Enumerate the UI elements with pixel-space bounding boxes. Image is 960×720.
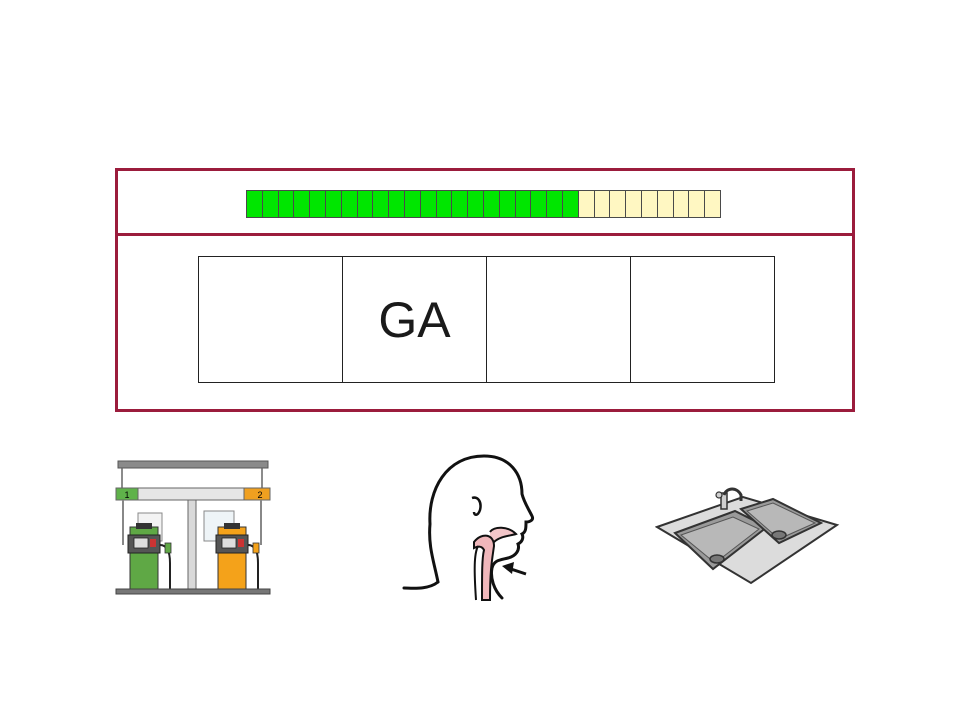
progress-segment-done [467,190,484,218]
progress-segment-pending [593,190,611,218]
progress-segment-done [246,190,263,218]
progress-segment-done [482,190,500,218]
progress-segment-done [356,190,374,218]
progress-segment-pending [672,190,690,218]
word-slots: GA [198,256,775,383]
throat-icon [402,454,534,601]
progress-segment-done [514,190,532,218]
progress-segment-pending [704,190,721,218]
choice-throat[interactable] [398,450,548,605]
word-slot-3[interactable] [486,256,631,383]
progress-segment-pending [609,190,627,218]
progress-segment-done [561,190,579,218]
progress-segment-pending [688,190,706,218]
progress-segment-done [546,190,563,218]
progress-segment-done [435,190,453,218]
progress-segment-pending [577,190,595,218]
progress-segment-done [419,190,437,218]
word-slot-2[interactable]: GA [342,256,487,383]
word-slot-1[interactable] [198,256,343,383]
activity-frame [115,168,855,412]
pump-label-1: 1 [124,490,129,500]
progress-segment-done [372,190,390,218]
progress-segment-done [388,190,405,218]
progress-segment-done [261,190,279,218]
choice-gas-station[interactable]: 1 2 [112,455,272,600]
progress-segment-done [293,190,311,218]
progress-segment-done [498,190,516,218]
progress-segment-done [403,190,421,218]
progress-segment-done [309,190,326,218]
gas-station-icon: 1 2 [115,460,271,595]
progress-segment-done [277,190,295,218]
progress-segment-pending [640,190,658,218]
progress-segment-done [451,190,469,218]
progress-segment-pending [625,190,642,218]
frame-divider [118,233,852,236]
progress-segment-done [530,190,548,218]
choice-sink[interactable] [654,485,840,585]
progress-bar [246,190,721,218]
word-slot-4[interactable] [630,256,775,383]
sink-icon [654,487,840,585]
pump-label-2: 2 [257,490,262,500]
progress-segment-done [324,190,342,218]
progress-segment-done [340,190,358,218]
progress-segment-pending [656,190,674,218]
